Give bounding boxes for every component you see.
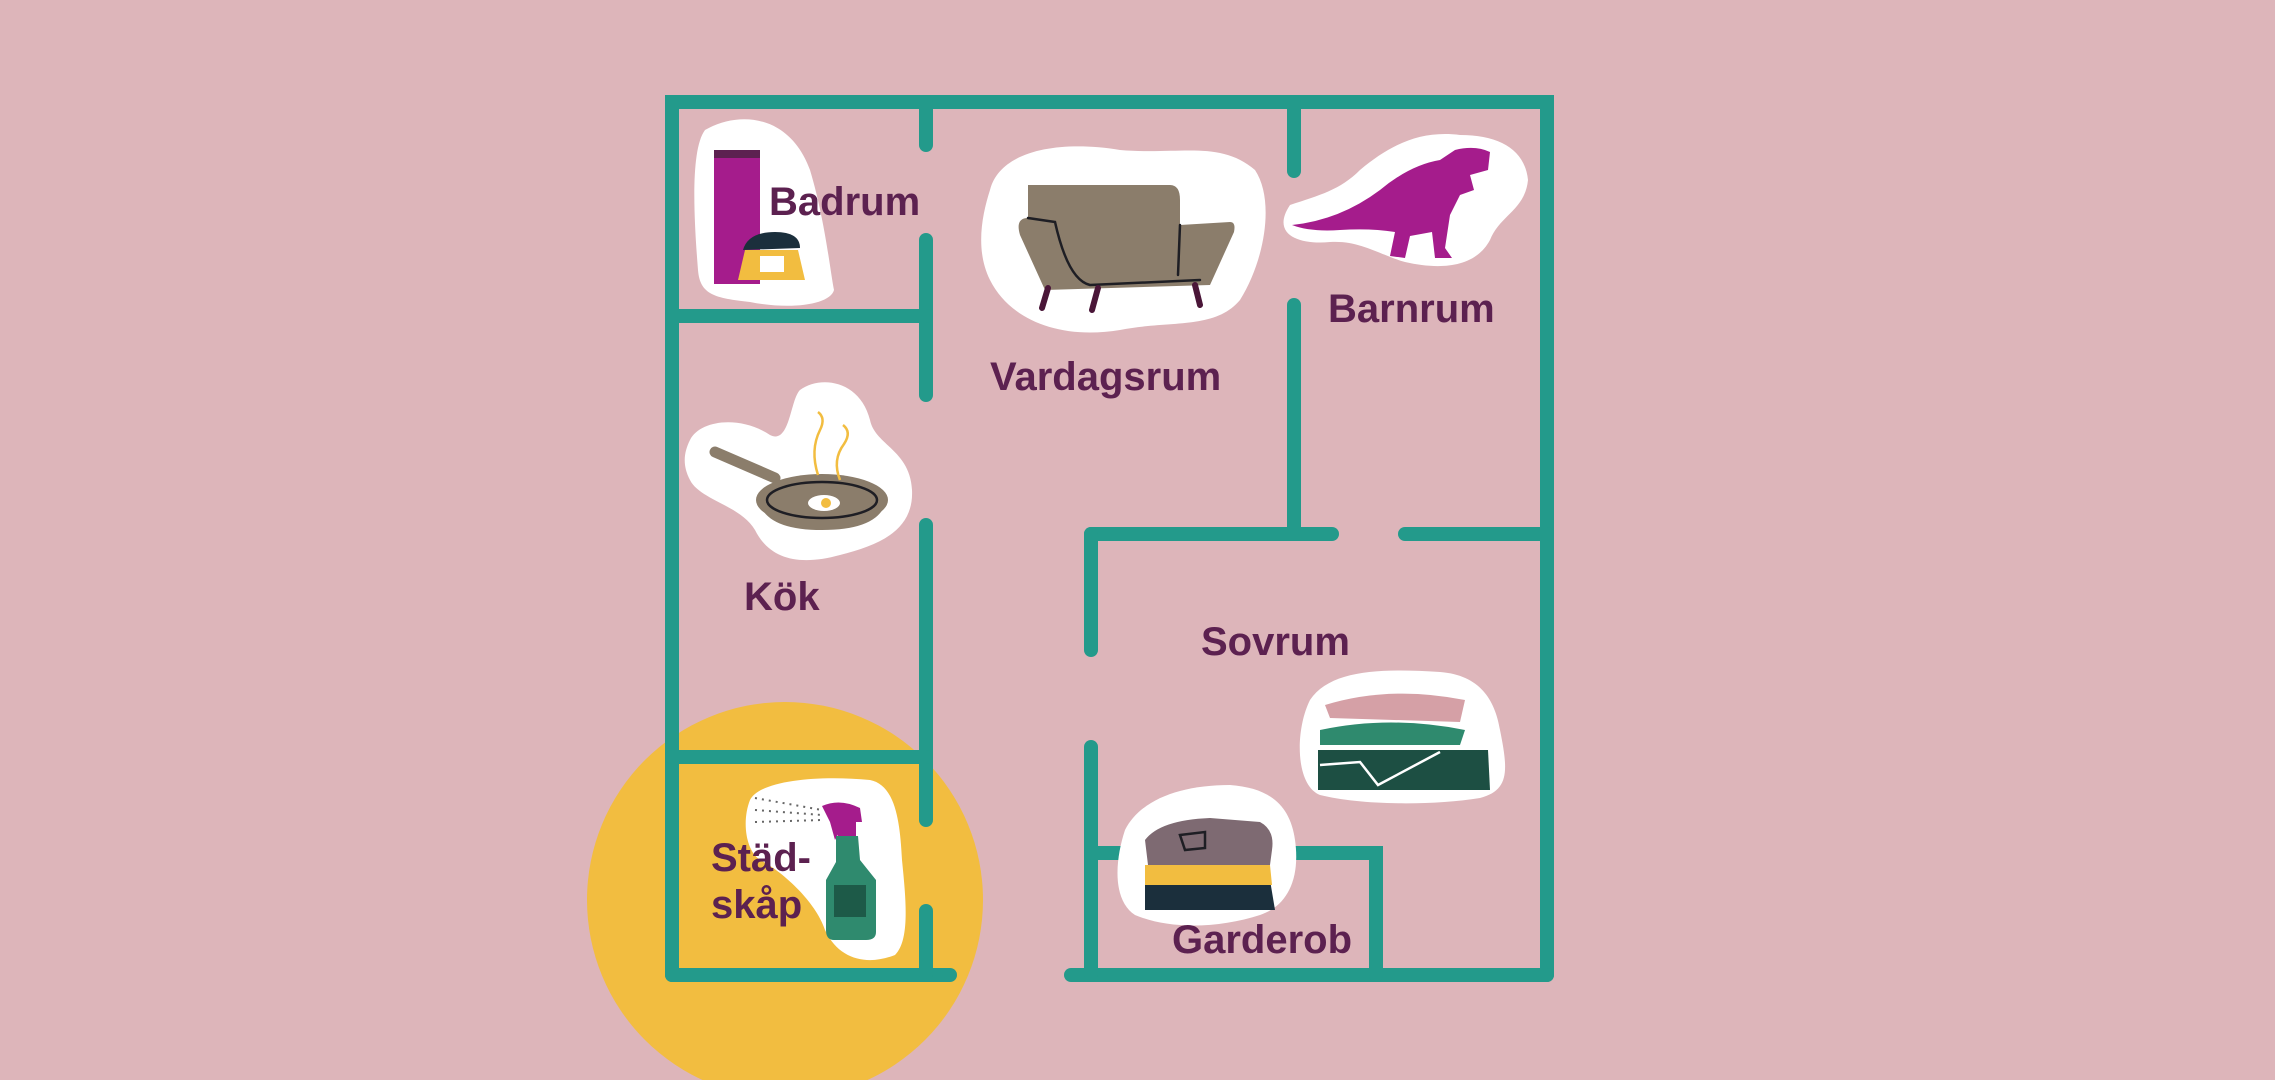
room-label-living-room: Vardagsrum: [990, 355, 1221, 399]
room-label-cleaning-closet-line1: Städ-: [711, 836, 811, 880]
room-label-bathroom: Badrum: [769, 180, 920, 224]
frying-pan-icon: [684, 382, 913, 561]
room-label-wardrobe: Garderob: [1172, 918, 1352, 962]
dinosaur-icon: [1283, 134, 1528, 267]
folded-clothes-icon: [1117, 785, 1297, 926]
room-label-kids-room: Barnrum: [1328, 287, 1495, 331]
armchair-icon: [981, 146, 1266, 333]
room-label-kitchen: Kök: [744, 575, 820, 619]
bedding-icon: [1299, 670, 1506, 804]
toiletries-icon: [694, 119, 834, 306]
spray-bottle-icon: [745, 778, 906, 961]
walls: [665, 95, 1554, 982]
room-label-cleaning-closet-line2: skåp: [711, 883, 802, 927]
room-label-bedroom: Sovrum: [1201, 620, 1350, 664]
